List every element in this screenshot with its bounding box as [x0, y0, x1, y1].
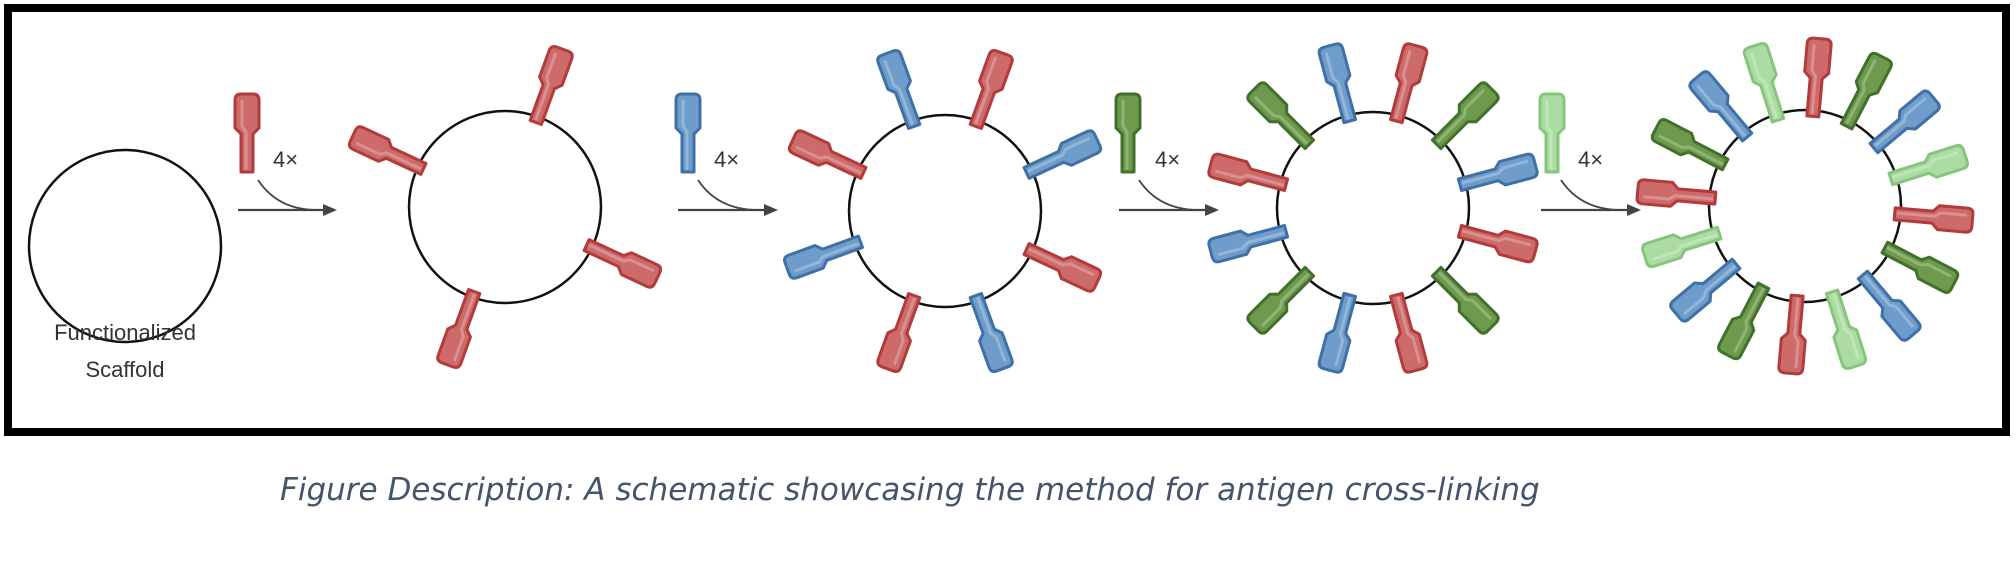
- bound-blue-antigen: [1317, 291, 1358, 374]
- step-4-multiplier: 4×: [1578, 147, 1604, 172]
- scaffold-stage-5-circle: [1707, 108, 1903, 304]
- bound-blue-antigen: [968, 292, 1014, 373]
- bound-lightgreen-antigen: [1742, 42, 1786, 124]
- bound-red-antigen: [1388, 291, 1429, 374]
- reaction-arrow-3: [1119, 179, 1219, 216]
- bound-lightgreen-antigen: [1824, 288, 1868, 370]
- bound-red-antigen: [1456, 223, 1539, 264]
- bound-red-antigen: [876, 292, 922, 373]
- bound-blue-antigen: [876, 49, 922, 130]
- cross-linking-schematic: [27, 36, 1975, 376]
- reagent-green-antigen: [1114, 92, 1142, 174]
- reagent-red-antigen: [233, 92, 261, 174]
- bound-green-antigen: [1650, 118, 1730, 172]
- scaffold-stage-4-circle: [1275, 110, 1471, 306]
- bound-red-antigen: [436, 288, 482, 369]
- bound-blue-antigen: [1317, 42, 1358, 125]
- reaction-arrow-1: [238, 179, 337, 216]
- bound-lightgreen-antigen: [1641, 225, 1723, 269]
- bound-red-antigen: [1777, 293, 1807, 376]
- bound-red-antigen: [1207, 152, 1290, 193]
- figure-caption: Figure Description: A schematic showcasi…: [280, 472, 1540, 508]
- reagent-lightgreen-antigen: [1538, 92, 1566, 174]
- bound-green-antigen: [1717, 281, 1771, 361]
- bound-green-antigen: [1246, 81, 1316, 151]
- bound-blue-antigen: [1456, 152, 1539, 193]
- functionalized-scaffold-circle: [27, 148, 223, 344]
- bound-lightgreen-antigen: [1887, 143, 1969, 187]
- step-1-multiplier: 4×: [273, 147, 299, 172]
- bound-green-antigen: [1430, 265, 1500, 335]
- bound-blue-antigen: [1868, 89, 1941, 155]
- bound-green-antigen: [1880, 240, 1960, 294]
- bound-red-antigen: [1388, 42, 1429, 125]
- bound-red-antigen: [787, 129, 868, 180]
- scaffold-label-line1: Functionalized: [54, 320, 196, 345]
- bound-blue-antigen: [1688, 70, 1754, 143]
- bound-blue-antigen: [1207, 223, 1290, 264]
- bound-blue-antigen: [1856, 269, 1922, 342]
- bound-red-antigen: [528, 45, 574, 126]
- bound-green-antigen: [1246, 265, 1316, 335]
- bound-red-antigen: [968, 49, 1014, 130]
- bound-red-antigen: [582, 238, 663, 289]
- scaffold-stage-3-circle: [847, 113, 1043, 309]
- bound-blue-antigen: [783, 234, 864, 280]
- bound-red-antigen: [1892, 204, 1975, 234]
- step-3-multiplier: 4×: [1155, 147, 1181, 172]
- step-2-multiplier: 4×: [714, 147, 740, 172]
- bound-red-antigen: [347, 125, 428, 176]
- bound-blue-antigen: [1022, 129, 1103, 180]
- bound-blue-antigen: [1669, 257, 1742, 323]
- bound-red-antigen: [1022, 242, 1103, 293]
- bound-green-antigen: [1839, 51, 1893, 131]
- scaffold-stage-2-circle: [407, 109, 603, 305]
- reaction-arrow-2: [678, 179, 778, 216]
- bound-red-antigen: [1803, 36, 1833, 119]
- reagent-blue-antigen: [674, 92, 702, 174]
- reaction-arrow-4: [1541, 179, 1641, 216]
- scaffold-label-line2: Scaffold: [85, 357, 165, 382]
- bound-red-antigen: [1635, 178, 1718, 208]
- bound-green-antigen: [1430, 81, 1500, 151]
